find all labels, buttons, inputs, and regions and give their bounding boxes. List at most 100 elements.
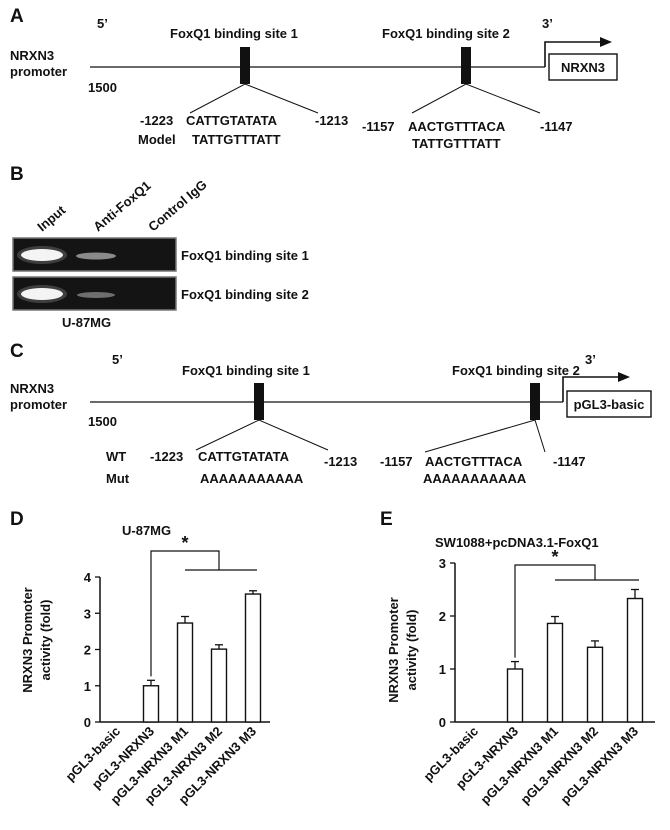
site-1-wt-sequence: CATTGTATATA [198, 449, 290, 464]
site-2-mut-sequence: AAAAAAAAAAA [423, 471, 527, 486]
panel-e-letter: E [380, 509, 393, 530]
vector-box [566, 390, 652, 418]
gel-row-2-label: FoxQ1 binding site 2 [181, 287, 309, 302]
site-1-end-position: -1213 [324, 454, 357, 469]
band-input-site-2 [21, 288, 63, 300]
chart-e-ylabel-line1: NRXN3 Promoter [386, 597, 401, 702]
site-2-expansion-lines [411, 83, 541, 114]
vector-box-label: pGL3-basic [574, 397, 645, 412]
chart-e-ylabel-line2: activity (fold) [404, 610, 419, 691]
model-label: Model [138, 132, 176, 147]
promoter-label-line2: promoter [10, 64, 67, 79]
panel-b-letter: B [10, 164, 24, 185]
binding-site-2-label: FoxQ1 binding site 2 [382, 26, 510, 41]
gene-box [548, 53, 618, 81]
panel-d-letter: D [10, 509, 24, 530]
binding-site-1-label: FoxQ1 binding site 1 [182, 363, 310, 378]
binding-site-1-marker [254, 383, 264, 420]
bar [210, 648, 228, 723]
site-1-sequence: CATTGTATATA [186, 113, 278, 128]
arrowhead [600, 37, 612, 47]
site-1-mut-sequence: AAAAAAAAAAA [200, 471, 304, 486]
significance-bracket [150, 550, 220, 677]
chart-e-title: SW1088+pcDNA3.1-FoxQ1 [435, 535, 599, 550]
y-tick-label: 0 [84, 715, 91, 730]
transcription-start-arrow [562, 376, 618, 402]
transcription-start-arrow [544, 41, 600, 67]
panel-a-letter: A [10, 6, 24, 27]
y-tick-label: 2 [439, 609, 446, 624]
model-sequence-2: TATTGTTTATT [412, 136, 501, 151]
cell-line-label: U-87MG [62, 315, 111, 330]
five-prime-label: 5’ [112, 352, 123, 367]
site-1-end-position: -1213 [315, 113, 348, 128]
lane-label-control-igg: Control IgG [145, 177, 209, 234]
panel-a: A 5’ NRXN3 promoter 1500 FoxQ1 binding s… [10, 6, 618, 151]
binding-site-2-label: FoxQ1 binding site 2 [452, 363, 580, 378]
site-2-start-position: -1157 [362, 119, 395, 134]
y-tick-label: 3 [84, 606, 91, 621]
promoter-start-position: 1500 [88, 80, 117, 95]
arrowhead [618, 372, 630, 382]
chart-d-ylabel-line2: activity (fold) [38, 600, 53, 681]
significance-bracket [514, 564, 596, 658]
panel-c: C 5’ NRXN3 promoter 1500 FoxQ1 binding s… [10, 341, 652, 486]
band-input-site-1 [21, 249, 63, 261]
panel-b: B Input Anti-FoxQ1 Control IgG FoxQ1 bin… [10, 164, 309, 330]
band-anti-foxq1-site-2 [77, 292, 115, 298]
significance-asterisk: * [551, 547, 558, 567]
five-prime-label: 5’ [97, 16, 108, 31]
three-prime-label: 3’ [585, 352, 596, 367]
site-2-end-position: -1147 [540, 119, 573, 134]
binding-site-2-marker [461, 47, 471, 84]
site-2-sequence: AACTGTTTACA [408, 119, 506, 134]
model-sequence-1: TATTGTTTATT [192, 132, 281, 147]
promoter-label-line2: promoter [10, 397, 67, 412]
y-tick-label: 4 [84, 570, 92, 585]
panel-c-letter: C [10, 341, 24, 362]
significance-asterisk: * [181, 533, 188, 553]
binding-site-2-marker [530, 383, 540, 420]
x-tick-label: pGL3-NRXN3 M3 [557, 724, 641, 808]
bar [244, 593, 262, 723]
bar [546, 622, 564, 723]
bar [506, 668, 524, 723]
wt-label: WT [106, 449, 126, 464]
band-anti-foxq1-site-1 [76, 252, 116, 260]
y-tick-label: 1 [439, 662, 446, 677]
bar [586, 646, 604, 723]
site-1-start-position: -1223 [150, 449, 183, 464]
gene-box-label: NRXN3 [561, 60, 605, 75]
band-input-site-1-glow [17, 246, 67, 264]
promoter-label-line1: NRXN3 [10, 381, 54, 396]
binding-site-1-marker [240, 47, 250, 84]
promoter-start-position: 1500 [88, 414, 117, 429]
y-tick-label: 1 [84, 679, 91, 694]
lane-label-input: Input [34, 202, 68, 234]
site-2-end-position: -1147 [553, 454, 586, 469]
chart-d-title: U-87MG [122, 523, 171, 538]
bar [142, 685, 160, 723]
lane-label-anti-foxq1: Anti-FoxQ1 [90, 178, 153, 235]
gel-row-1-label: FoxQ1 binding site 1 [181, 248, 309, 263]
site-2-wt-sequence: AACTGTTTACA [425, 454, 523, 469]
three-prime-label: 3’ [542, 16, 553, 31]
binding-site-1-label: FoxQ1 binding site 1 [170, 26, 298, 41]
bar [626, 597, 644, 723]
bar [176, 622, 194, 723]
panel-e: E SW1088+pcDNA3.1-FoxQ1 0123pGL3-basicpG… [380, 509, 655, 807]
site-1-expansion-lines [195, 419, 329, 451]
site-1-expansion-lines [189, 83, 319, 114]
mut-label: Mut [106, 471, 130, 486]
chart-d-ylabel-line1: NRXN3 Promoter [20, 587, 35, 692]
promoter-label-line1: NRXN3 [10, 48, 54, 63]
y-tick-label: 3 [439, 556, 446, 571]
y-tick-label: 0 [439, 715, 446, 730]
site-2-start-position: -1157 [380, 454, 413, 469]
site-2-expansion-lines [424, 419, 546, 453]
panel-d: D U-87MG 01234pGL3-basicpGL3-NRXN3pGL3-N… [10, 509, 270, 807]
y-tick-label: 2 [84, 643, 91, 658]
